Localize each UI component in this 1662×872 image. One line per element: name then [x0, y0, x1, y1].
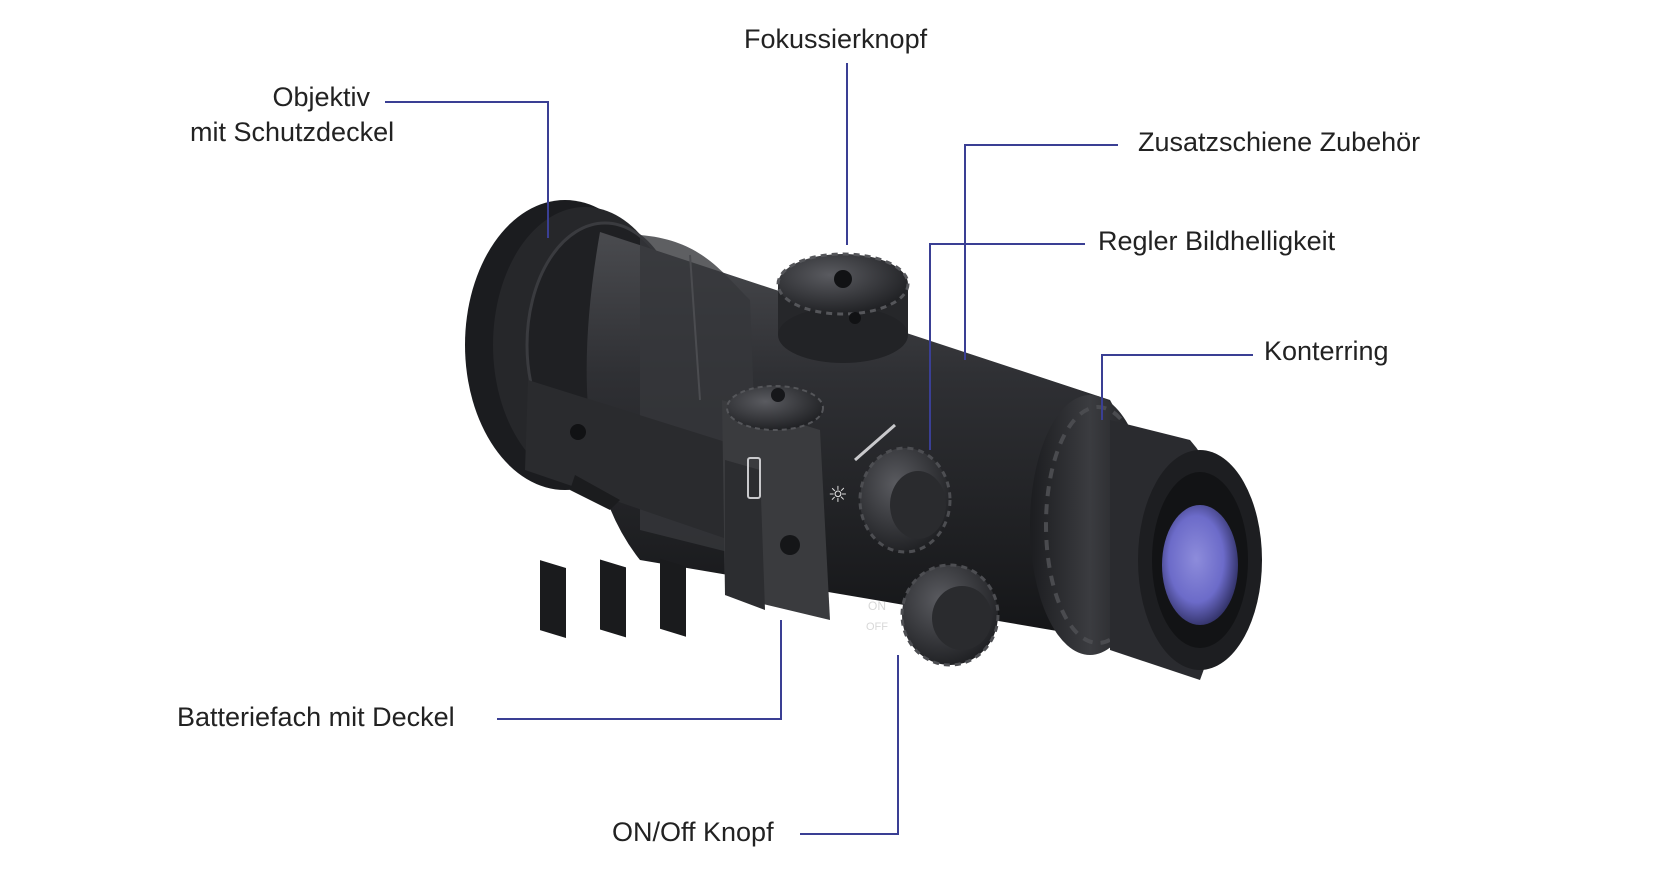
- leader-line-objective: [385, 101, 549, 238]
- leader-line-battery: [497, 620, 782, 720]
- svg-text:☼: ☼: [828, 483, 848, 508]
- accessory-rail: [525, 380, 735, 639]
- label-objective: Objektiv mit Schutzdeckel: [190, 82, 395, 147]
- brightness-knob: ☼: [828, 423, 952, 554]
- on-marking: ON: [868, 599, 886, 613]
- eyepiece: [1110, 420, 1262, 680]
- label-brightness: Regler Bildhelligkeit: [1098, 226, 1336, 256]
- label-lock-ring: Konterring: [1264, 336, 1389, 366]
- battery-compartment: [722, 385, 830, 620]
- off-marking: OFF: [866, 621, 888, 633]
- label-accessory-rail: Zusatzschiene Zubehör: [1138, 127, 1421, 157]
- leader-lines: [385, 63, 1253, 835]
- label-power: ON/Off Knopf: [612, 817, 774, 847]
- leader-line-power: [800, 655, 899, 835]
- power-knob: ON OFF: [866, 563, 1000, 667]
- label-focus-knob: Fokussierknopf: [744, 24, 928, 54]
- focus-knob: [776, 252, 910, 363]
- leader-line-brightness: [929, 243, 1085, 450]
- leader-line-lock-ring: [1101, 354, 1253, 420]
- leader-line-accessory-rail: [964, 144, 1118, 360]
- label-battery: Batteriefach mit Deckel: [177, 702, 455, 732]
